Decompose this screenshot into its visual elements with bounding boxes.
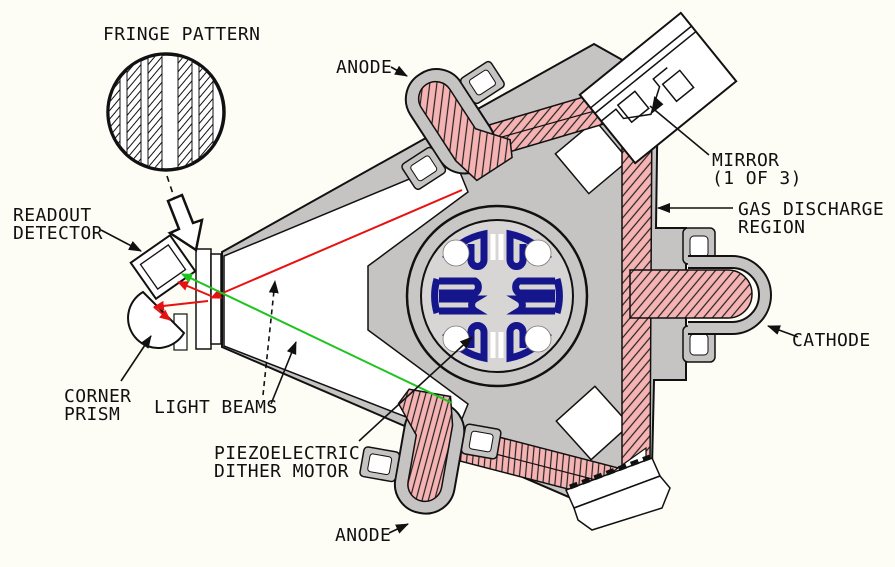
dither-motor <box>405 204 589 388</box>
anode-top-bracket-right <box>459 60 505 105</box>
label-anode-top: ANODE <box>336 57 392 78</box>
label-readout-2: DETECTOR <box>13 223 103 244</box>
label-corner-prism-1: CORNER <box>64 386 131 407</box>
beam-red-bounce-2 <box>153 300 209 311</box>
label-light-beams: LIGHT BEAMS <box>154 397 278 418</box>
labels: FRINGE PATTERN ANODE MIRROR (1 OF 3) GAS… <box>13 24 884 546</box>
readout-assembly <box>127 233 222 351</box>
anode-bottom-assembly <box>359 388 502 515</box>
beam-red-main <box>210 189 463 299</box>
cathode-assembly <box>629 227 772 363</box>
corner-cutout-top <box>554 119 630 195</box>
leader-light-beams-red <box>262 280 279 396</box>
fringe-pattern-inset <box>106 52 226 253</box>
label-piezo-1: PIEZOELECTRIC <box>214 443 360 464</box>
label-cathode: CATHODE <box>792 330 871 351</box>
leader-readout <box>100 229 142 252</box>
corner-cutout-bottom <box>555 385 631 461</box>
mirror-assembly-top-right <box>578 11 738 165</box>
label-readout-1: READOUT <box>13 205 92 226</box>
fringe-arrow <box>166 193 204 253</box>
cathode-gas-capsule <box>629 269 753 319</box>
leader-piezo <box>358 336 473 442</box>
mirror-assembly-bottom-right <box>564 446 671 531</box>
leader-light-beams-green <box>270 341 297 405</box>
leader-lines <box>100 65 799 534</box>
beam-red-bounce-3 <box>153 306 171 321</box>
anode-bottom-bracket-right <box>359 446 401 483</box>
label-fringe-pattern: FRINGE PATTERN <box>103 24 260 45</box>
label-gas-discharge-1: GAS DISCHARGE <box>738 199 884 220</box>
dither-motor-slots <box>490 234 504 358</box>
corner-prism <box>127 290 186 349</box>
beam-red-bounce-1 <box>177 281 212 297</box>
beam-green <box>181 273 453 404</box>
fringe-stripes <box>109 55 214 169</box>
anode-bottom-bracket-left <box>460 423 502 460</box>
leader-corner-prism <box>120 335 152 382</box>
anode-top-assembly <box>401 60 513 190</box>
leader-cathode <box>767 325 799 338</box>
label-piezo-2: DITHER MOTOR <box>214 461 349 482</box>
label-corner-prism-2: PRISM <box>64 404 120 425</box>
leader-anode-bottom <box>388 523 409 534</box>
anode-top-bracket-left <box>401 146 447 190</box>
label-mirror-sub: (1 OF 3) <box>712 168 802 189</box>
anode-top-gas-column <box>417 80 513 182</box>
leader-mirror <box>649 105 710 156</box>
light-beams <box>153 189 463 404</box>
label-mirror: MIRROR <box>712 150 779 171</box>
label-anode-bottom: ANODE <box>335 525 391 546</box>
readout-detector <box>129 233 197 301</box>
label-gas-discharge-2: REGION <box>738 217 805 238</box>
leader-anode-top <box>390 65 408 77</box>
mirror-surface-bottom-right <box>569 454 651 490</box>
